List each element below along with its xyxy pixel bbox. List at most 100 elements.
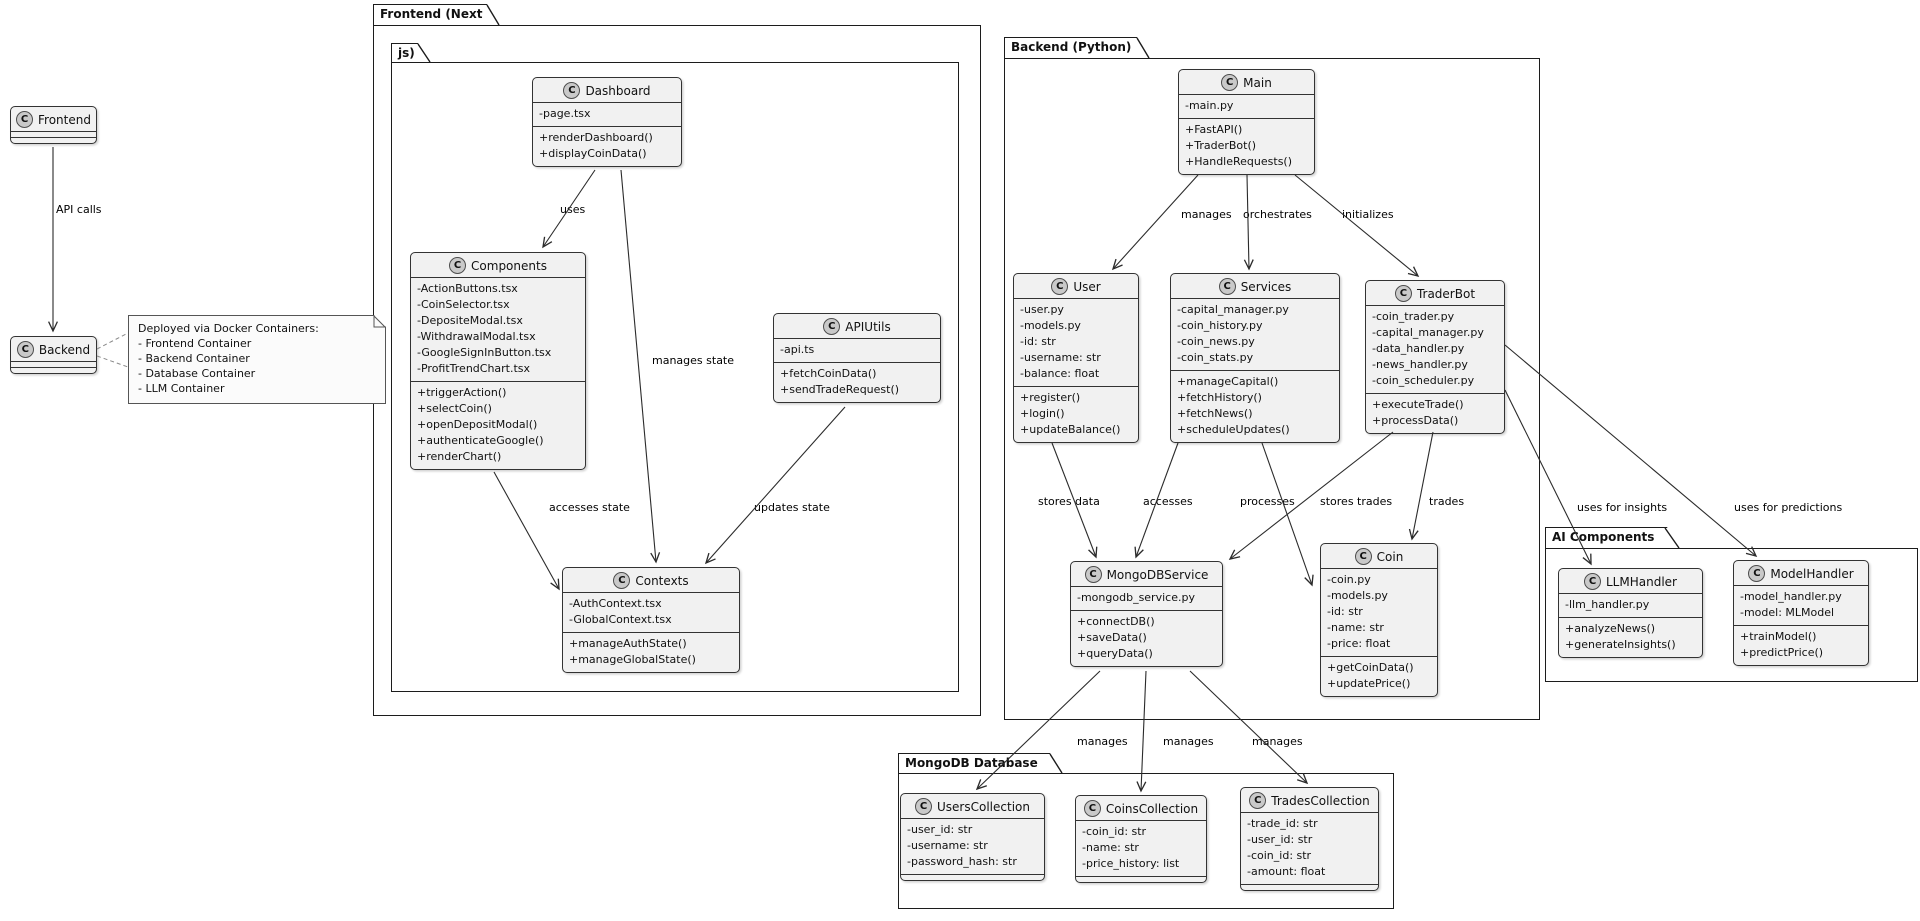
class-attribute: -id: str: [1327, 605, 1363, 618]
class-attribute: -GlobalContext.tsx: [569, 613, 672, 626]
class-attributes: -coin_id: str -name: str -price_history:…: [1076, 821, 1206, 877]
class-methods: +connectDB() +saveData() +queryData(): [1071, 611, 1222, 666]
class-attribute: -trade_id: str: [1247, 817, 1318, 830]
class-method: +updatePrice(): [1327, 677, 1411, 690]
class-method: +sendTradeRequest(): [780, 383, 900, 396]
class-attributes: -model_handler.py -model: MLModel: [1734, 586, 1868, 626]
edge-label-uses-for-insights: uses for insights: [1577, 501, 1668, 514]
class-method: +scheduleUpdates(): [1177, 423, 1290, 436]
class-method: +authenticateGoogle(): [417, 434, 544, 447]
class-methods: +triggerAction() +selectCoin() +openDepo…: [411, 382, 585, 469]
edge-label-api-calls: API calls: [56, 203, 102, 216]
note-line: - Backend Container: [138, 352, 250, 365]
class-attribute: -page.tsx: [539, 107, 591, 120]
class-method: +triggerAction(): [417, 386, 507, 399]
class-attributes: -llm_handler.py: [1559, 594, 1702, 618]
class-title: Frontend: [38, 112, 91, 127]
note-line: Deployed via Docker Containers:: [138, 322, 319, 335]
class-attribute: -mongodb_service.py: [1077, 591, 1195, 604]
package-tab-mongodb-database: MongoDB Database: [898, 753, 1062, 773]
class-icon: C: [1748, 565, 1766, 582]
class-method: +manageGlobalState(): [569, 653, 696, 666]
class-icon: C: [563, 82, 581, 99]
class-icon: C: [1218, 278, 1236, 295]
class-icon: C: [915, 798, 933, 815]
class-attribute: -data_handler.py: [1372, 342, 1465, 355]
class-icon: C: [1083, 800, 1101, 817]
class-methods: +executeTrade() +processData(): [1366, 394, 1504, 433]
class-title: User: [1073, 279, 1101, 294]
class-attribute: -id: str: [1020, 335, 1056, 348]
class-attribute: -balance: float: [1020, 367, 1100, 380]
class-attributes: [11, 132, 96, 138]
class-method: +TraderBot(): [1185, 139, 1257, 152]
edge-uses-for-predictions: [1504, 344, 1758, 557]
class-title: Backend: [38, 342, 91, 357]
edge-label-accesses: accesses: [1143, 495, 1193, 508]
note-docker-containers: Deployed via Docker Containers: - Fronte…: [128, 315, 386, 404]
class-title: Components: [471, 258, 547, 273]
class-attribute: -coin_stats.py: [1177, 351, 1254, 364]
class-method: +selectCoin(): [417, 402, 492, 415]
class-title: Main: [1243, 75, 1272, 90]
class-title: Coin: [1376, 549, 1404, 564]
class-attribute: -models.py: [1327, 589, 1388, 602]
class-methods: +trainModel() +predictPrice(): [1734, 626, 1868, 665]
class-attribute: -name: str: [1082, 841, 1139, 854]
class-method: +updateBalance(): [1020, 423, 1121, 436]
class-coinscollection: C CoinsCollection -coin_id: str -name: st…: [1075, 795, 1207, 883]
class-attribute: -coin_trader.py: [1372, 310, 1455, 323]
note-line: - Database Container: [138, 367, 256, 380]
edge-label-manages-state: manages state: [652, 354, 735, 367]
class-attributes: -coin.py -models.py -id: str -name: str …: [1321, 569, 1437, 657]
edge-label-orchestrates: orchestrates: [1243, 208, 1312, 221]
class-title: MongoDBService: [1106, 567, 1209, 582]
class-attribute: -password_hash: str: [907, 855, 1017, 868]
class-methods: +register() +login() +updateBalance(): [1014, 387, 1138, 442]
class-attribute: -coin_history.py: [1177, 319, 1263, 332]
class-icon: C: [1084, 566, 1102, 583]
edge-label-updates-state: updates state: [754, 501, 830, 514]
class-method: +analyzeNews(): [1565, 622, 1656, 635]
class-icon: C: [1354, 548, 1372, 565]
note-link: [96, 355, 129, 368]
class-method: +trainModel(): [1740, 630, 1817, 643]
class-attribute: -DepositeModal.tsx: [417, 314, 523, 327]
class-attribute: -amount: float: [1247, 865, 1326, 878]
class-method: +predictPrice(): [1740, 646, 1824, 659]
class-title: Contexts: [635, 573, 689, 588]
class-attribute: -ActionButtons.tsx: [417, 282, 518, 295]
class-method: +register(): [1020, 391, 1081, 404]
class-title: ModelHandler: [1770, 566, 1854, 581]
edge-label-manages-users: manages: [1077, 735, 1128, 748]
class-method: +openDepositModal(): [417, 418, 538, 431]
class-attributes: -capital_manager.py -coin_history.py -co…: [1171, 299, 1339, 371]
class-method: +generateInsights(): [1565, 638, 1676, 651]
class-attribute: -models.py: [1020, 319, 1081, 332]
class-attributes: [11, 362, 96, 368]
class-method: +fetchHistory(): [1177, 391, 1262, 404]
class-attribute: -price_history: list: [1082, 857, 1180, 870]
class-attribute: -coin_news.py: [1177, 335, 1255, 348]
edge-label-manages-trades: manages: [1252, 735, 1303, 748]
class-method: +manageCapital(): [1177, 375, 1279, 388]
class-methods: [11, 138, 96, 143]
class-title: UsersCollection: [937, 799, 1030, 814]
class-title: APIUtils: [845, 319, 891, 334]
class-attributes: -coin_trader.py -capital_manager.py -dat…: [1366, 306, 1504, 394]
edge-label-manages-coins: manages: [1163, 735, 1214, 748]
class-icon: C: [1221, 74, 1239, 91]
edge-label-trades: trades: [1429, 495, 1465, 508]
class-attributes: -mongodb_service.py: [1071, 587, 1222, 611]
class-methods: [1076, 877, 1206, 882]
class-attributes: -AuthContext.tsx -GlobalContext.tsx: [563, 593, 739, 633]
class-attribute: -user_id: str: [907, 823, 973, 836]
edge-label-processes: processes: [1240, 495, 1295, 508]
note-link: [96, 332, 129, 350]
class-attributes: -api.ts: [774, 339, 940, 363]
class-title: CoinsCollection: [1105, 801, 1199, 816]
class-attribute: -coin.py: [1327, 573, 1371, 586]
